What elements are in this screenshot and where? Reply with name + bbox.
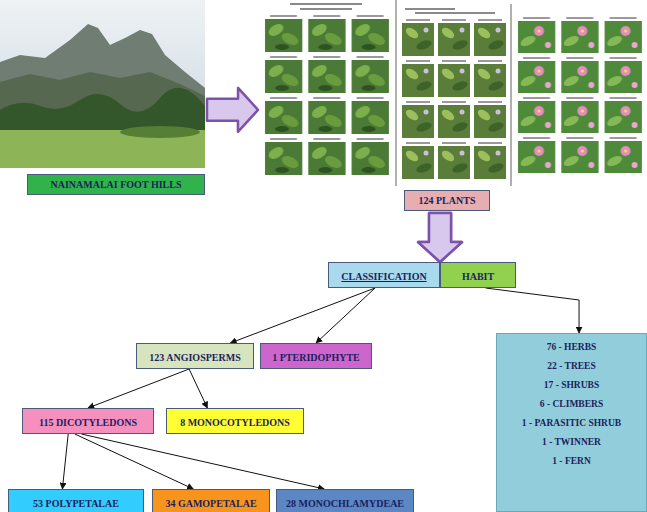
arrow-line — [81, 434, 324, 489]
box-label: 34 GAMOPETALAE — [165, 497, 256, 511]
plant-photos — [400, 18, 508, 182]
caption-box: 124 PLANTS — [404, 190, 490, 211]
classification-box: CLASSIFICATION — [328, 262, 440, 288]
habit-list: 76 - HERBS22 - TREES17 - SHRUBS6 - CLIMB… — [496, 333, 647, 512]
plant-photos — [262, 14, 392, 178]
box-label: 123 ANGIOSPERMS — [149, 351, 240, 365]
arrow-line — [486, 288, 579, 333]
group-box: 53 POLYPETALAE — [8, 489, 144, 512]
habit-count: 1 - PARASITIC SHRUB — [501, 414, 642, 433]
box-label: 1 PTERIDOPHYTE — [272, 351, 360, 365]
box-label: 115 DICOTYLEDONS — [39, 416, 137, 430]
box-label: HABIT — [462, 270, 494, 284]
arrow-line — [189, 369, 207, 408]
group-box: 28 MONOCHLAMYDEAE — [276, 489, 414, 512]
habit-box: HABIT — [440, 262, 516, 288]
block-arrow — [418, 213, 462, 262]
group-box: 115 DICOTYLEDONS — [22, 408, 154, 434]
arrow-line — [88, 369, 189, 408]
habit-count: 1 - FERN — [501, 452, 642, 471]
plate-panel: 124 PLANTS — [258, 0, 647, 213]
arrow-line — [75, 434, 194, 489]
bush — [120, 126, 200, 138]
habit-count: 6 - CLIMBERS — [501, 395, 642, 414]
sky — [0, 0, 205, 168]
block-arrow — [207, 88, 258, 132]
plate-heading — [300, 8, 352, 10]
page-divider — [395, 0, 397, 186]
group-box: 34 GAMOPETALAE — [152, 489, 270, 512]
box-label: 28 MONOCHLAMYDEAE — [286, 497, 404, 511]
arrow-line — [62, 434, 68, 489]
plant-photos — [515, 16, 645, 176]
habit-count: 1 - TWINNER — [501, 433, 642, 452]
habit-count: 17 - SHRUBS — [501, 376, 642, 395]
plate-heading — [405, 8, 455, 10]
plates — [258, 0, 645, 186]
plate-heading — [290, 3, 362, 5]
group-box: 8 MONOCOTYLEDONS — [166, 408, 304, 434]
arrow-line — [316, 288, 375, 343]
ridge — [0, 72, 205, 140]
group-box: 123 ANGIOSPERMS — [136, 343, 254, 369]
plate-heading — [415, 12, 495, 14]
group-box: 1 PTERIDOPHYTE — [260, 343, 372, 369]
photo-frame: NAINAMALAI FOOT HILLS — [0, 0, 207, 196]
box-label: CLASSIFICATION — [341, 270, 426, 284]
arrow-line — [230, 288, 375, 343]
plate-page — [258, 0, 395, 180]
page-divider — [510, 4, 512, 186]
habit-count: 76 - HERBS — [501, 338, 642, 357]
caption-box: NAINAMALAI FOOT HILLS — [27, 174, 205, 195]
block-arrow — [418, 213, 462, 262]
habit-count: 22 - TREES — [501, 357, 642, 376]
hill-photo — [0, 0, 205, 168]
box-label: 8 MONOCOTYLEDONS — [180, 416, 290, 430]
box-label: 53 POLYPETALAE — [33, 497, 119, 511]
mountain — [0, 24, 205, 140]
